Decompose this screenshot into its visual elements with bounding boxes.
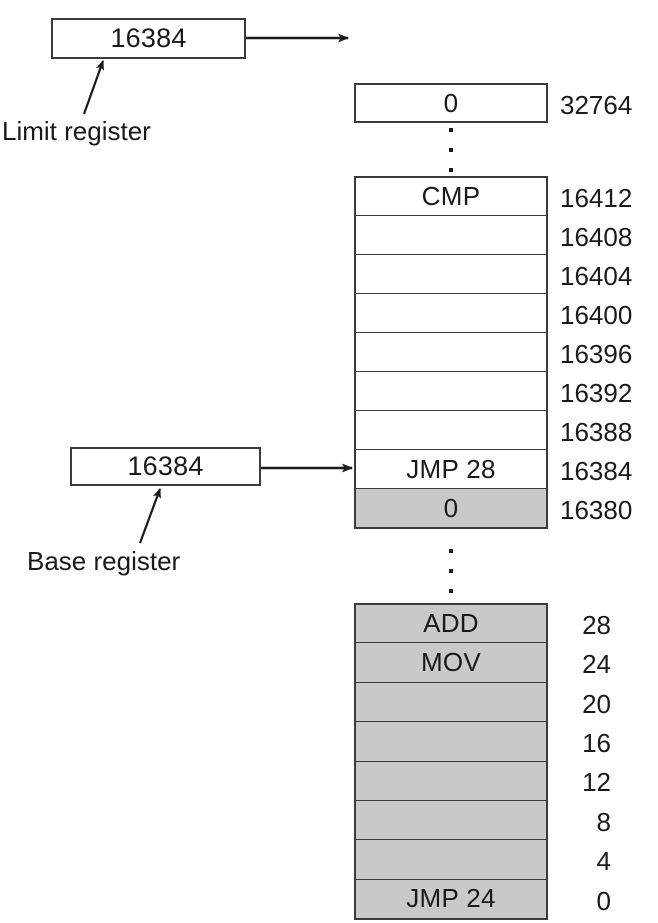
memory-address-16412: 16412 — [560, 182, 633, 213]
memory-address-20: 20 — [582, 688, 611, 719]
memory-address-16404: 16404 — [560, 260, 633, 291]
memory-cell-content: JMP 24 — [406, 883, 496, 914]
memory-cell-16404 — [354, 254, 548, 295]
memory-cell-4 — [354, 839, 548, 881]
base-register-box: 16384 — [70, 447, 261, 486]
memory-address-32764: 32764 — [560, 90, 633, 120]
ellipsis-dot — [449, 589, 453, 593]
limit-caption-leader-arrow — [82, 60, 105, 115]
memory-cell-16 — [354, 721, 548, 763]
memory-address-16408: 16408 — [560, 221, 633, 252]
limit-register-value: 16384 — [110, 23, 187, 53]
memory-address-8: 8 — [596, 806, 611, 837]
memory-cell-32764: 0 — [354, 83, 548, 123]
memory-cell-8 — [354, 800, 548, 842]
memory-cell-20 — [354, 681, 548, 724]
memory-cell-24: MOV — [354, 642, 548, 684]
memory-cell-16396 — [354, 332, 548, 373]
memory-address-24: 24 — [582, 649, 611, 680]
memory-address-16384: 16384 — [560, 455, 633, 486]
memory-gap-ellipsis-upper — [446, 128, 456, 172]
memory-address-4: 4 — [596, 846, 611, 877]
ellipsis-dot — [449, 128, 453, 132]
memory-cell-content: 0 — [443, 87, 459, 118]
memory-address-16380: 16380 — [560, 494, 633, 525]
memory-cell-content: CMP — [421, 181, 481, 211]
base-register-caption: Base register — [27, 546, 181, 576]
memory-cell-content: JMP 28 — [406, 453, 496, 484]
memory-address-16396: 16396 — [560, 338, 633, 369]
memory-address-12: 12 — [582, 767, 611, 798]
memory-address-0: 0 — [596, 885, 611, 916]
ellipsis-dot — [449, 549, 453, 553]
memory-cell-content: ADD — [423, 608, 479, 639]
memory-cell-0: JMP 24 — [354, 878, 548, 921]
memory-address-28: 28 — [582, 609, 611, 640]
memory-cell-16400 — [354, 293, 548, 334]
memory-cell-28: ADD — [354, 603, 548, 645]
base-caption-leader-arrow — [138, 488, 162, 544]
limit-register-caption: Limit register — [2, 116, 151, 146]
memory-address-16: 16 — [582, 727, 611, 758]
memory-gap-ellipsis-lower — [446, 549, 456, 593]
ellipsis-dot — [449, 148, 453, 152]
memory-cell-content: 0 — [443, 492, 459, 523]
memory-cell-16408 — [354, 215, 548, 256]
memory-cell-16380: 0 — [354, 488, 548, 529]
memory-cell-content: MOV — [420, 647, 482, 678]
memory-address-16388: 16388 — [560, 416, 633, 447]
memory-cell-12 — [354, 760, 548, 802]
memory-address-16392: 16392 — [560, 377, 633, 408]
memory-cell-16384: JMP 28 — [354, 449, 548, 490]
memory-cell-16392 — [354, 371, 548, 412]
memory-cell-16412: CMP — [354, 176, 548, 217]
memory-cell-16388 — [354, 410, 548, 451]
ellipsis-dot — [449, 168, 453, 172]
memory-address-16400: 16400 — [560, 299, 633, 330]
ellipsis-dot — [449, 569, 453, 573]
limit-register-box: 16384 — [51, 18, 246, 59]
base-register-value: 16384 — [127, 451, 204, 481]
